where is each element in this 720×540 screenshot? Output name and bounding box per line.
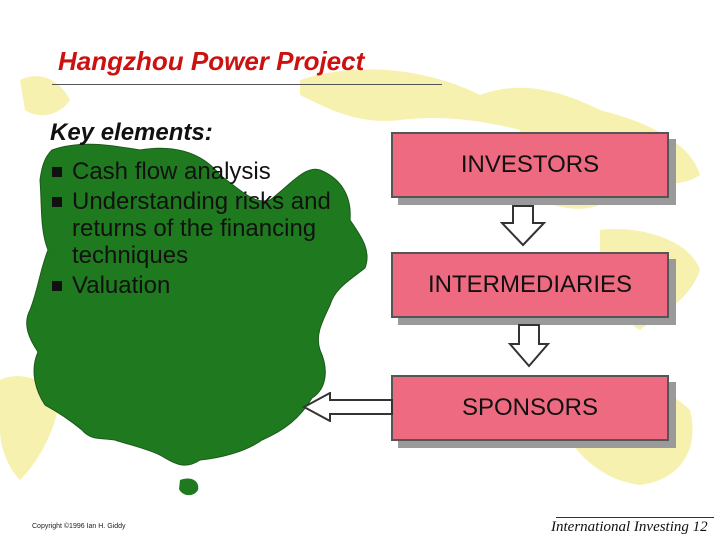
slide-title: Hangzhou Power Project <box>58 46 365 76</box>
key-elements-list: Cash flow analysis Understanding risks a… <box>50 158 370 302</box>
down-arrow-icon <box>500 205 546 247</box>
list-item-text: Valuation <box>72 272 171 299</box>
list-item-text: Understanding risks and returns of the f… <box>72 188 331 269</box>
sponsors-box: SPONSORS <box>391 375 669 441</box>
copyright-text: Copyright ©1996 Ian H. Giddy <box>32 523 126 530</box>
list-item-text: Cash flow analysis <box>72 158 271 185</box>
title-underline <box>52 84 442 85</box>
list-item: Understanding risks and returns of the f… <box>50 188 370 269</box>
intermediaries-label: INTERMEDIARIES <box>427 271 633 298</box>
china-map-shape <box>26 143 368 466</box>
sponsors-label: SPONSORS <box>461 394 599 421</box>
investors-box: INVESTORS <box>391 132 669 198</box>
course-page-label: International Investing 12 <box>551 519 708 535</box>
list-item: Valuation <box>50 272 370 299</box>
footer-rule <box>556 517 714 518</box>
investors-label: INVESTORS <box>460 151 600 178</box>
intermediaries-box: INTERMEDIARIES <box>391 252 669 318</box>
left-arrow-icon <box>302 392 393 422</box>
hainan-island-shape <box>179 478 199 496</box>
down-arrow-icon <box>508 324 550 368</box>
square-bullet-icon <box>52 197 62 207</box>
list-item: Cash flow analysis <box>50 158 370 185</box>
square-bullet-icon <box>52 281 62 291</box>
square-bullet-icon <box>52 167 62 177</box>
key-elements-heading: Key elements: <box>50 119 213 146</box>
